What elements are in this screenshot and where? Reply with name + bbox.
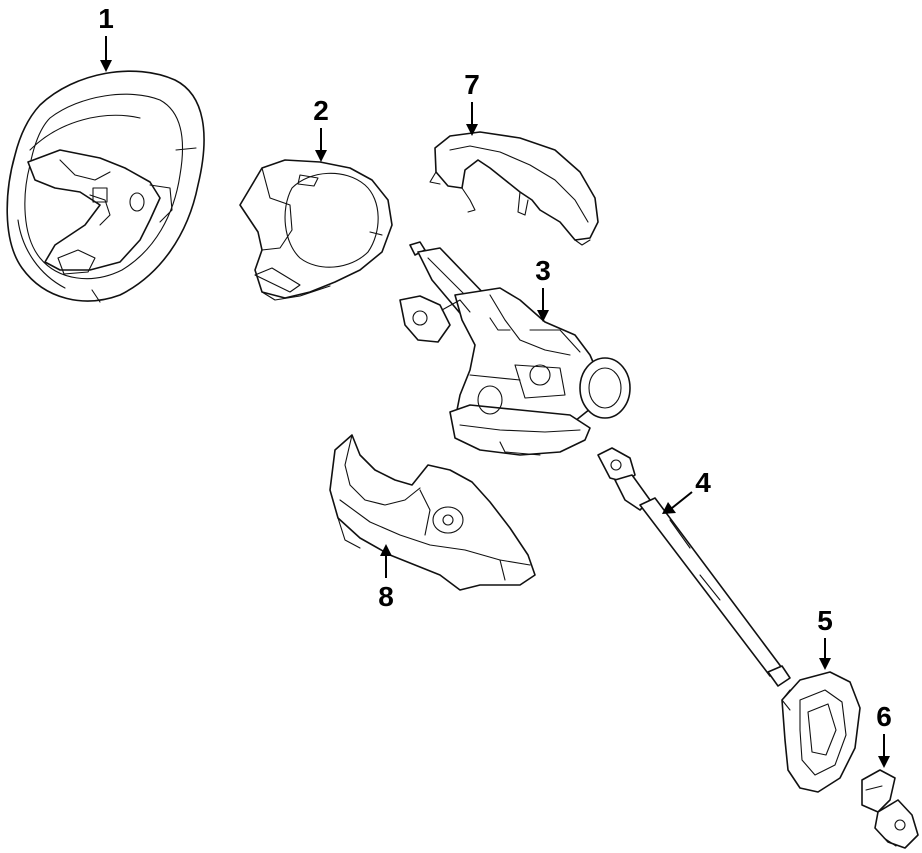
callout-8-label: 8: [378, 581, 394, 612]
column-seal-boot-part: [781, 671, 861, 793]
callout-6: 6: [876, 701, 892, 768]
callout-5-label: 5: [817, 605, 833, 636]
callout-1-label: 1: [98, 3, 114, 34]
upper-column-cover-part: [429, 131, 599, 246]
universal-joint-part: [861, 769, 919, 849]
steering-wheel-trim-part: [239, 159, 393, 301]
callout-8: 8: [378, 544, 394, 612]
steering-column-assembly-part: [399, 241, 631, 456]
callout-7: 7: [464, 69, 480, 136]
steering-wheel-part: [6, 70, 205, 303]
callout-1: 1: [98, 3, 114, 72]
callout-3: 3: [535, 255, 551, 322]
callout-2-label: 2: [313, 95, 329, 126]
lower-column-cover-part: [329, 434, 536, 591]
callout-5: 5: [817, 605, 833, 670]
intermediate-shaft-part: [597, 447, 791, 687]
callout-3-label: 3: [535, 255, 551, 286]
callout-2: 2: [313, 95, 329, 162]
callout-4: 4: [662, 467, 711, 514]
callout-7-label: 7: [464, 69, 480, 100]
callout-4-label: 4: [695, 467, 711, 498]
callout-6-label: 6: [876, 701, 892, 732]
